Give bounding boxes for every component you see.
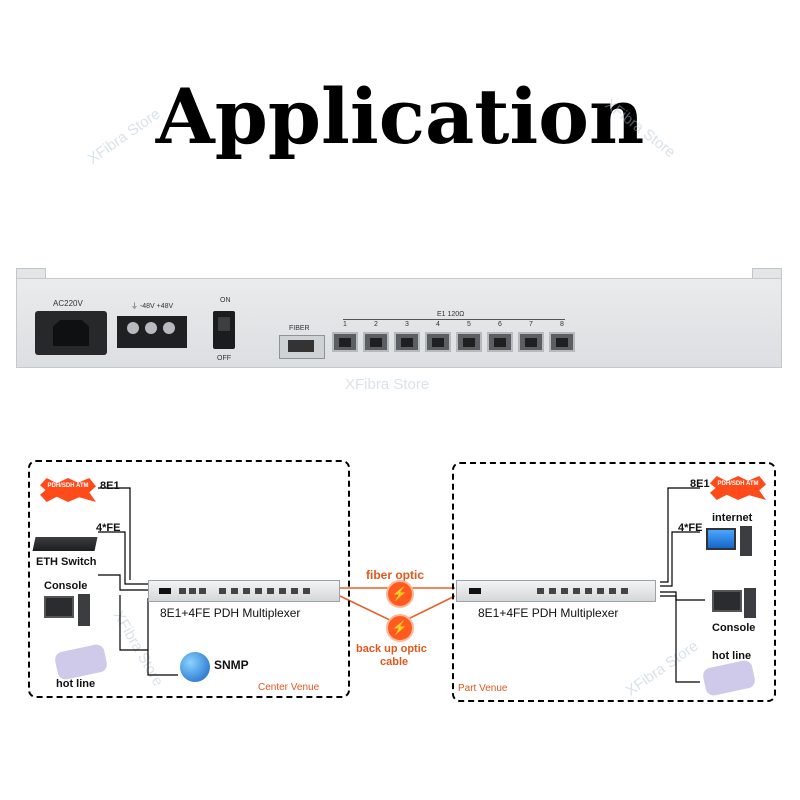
device-rear-panel: AC220V ⏚ -48V +48V ON OFF FIBER E1 120Ω … (16, 268, 782, 368)
page-title: Application (155, 72, 645, 161)
console-monitor-icon (44, 596, 74, 618)
fiber-optic-label: fiber optic (366, 568, 425, 582)
power-switch[interactable] (213, 311, 235, 349)
center-venue-label: Center Venue (258, 682, 320, 693)
burst-text: PDH/SDH ATM (717, 481, 759, 487)
e1-label-right: 8E1 (690, 478, 710, 490)
port-number: 3 (405, 321, 409, 328)
watermark: XFibra Store (345, 376, 430, 393)
console-tower-icon (744, 588, 756, 618)
console-tower-icon (78, 594, 90, 626)
globe-icon (180, 652, 210, 682)
multiplexer-icon-right (456, 580, 656, 602)
center-venue-box (28, 460, 350, 698)
rj45-port (425, 332, 451, 352)
device-label-right: 8E1+4FE PDH Multiplexer (478, 606, 619, 620)
fe-label-left: 4*FE (96, 522, 121, 534)
part-venue-box (452, 462, 776, 702)
dc-label: ⏚ -48V +48V (131, 303, 174, 310)
rj45-port (394, 332, 420, 352)
eth-switch-icon (32, 537, 98, 551)
pdh-sdh-atm-burst-icon: PDH/SDH ATM (710, 476, 766, 500)
rj45-port (487, 332, 513, 352)
snmp-label: SNMP (214, 658, 249, 672)
internet-label: internet (712, 512, 753, 524)
port-number: 6 (498, 321, 502, 328)
device-label-left: 8E1+4FE PDH Multiplexer (160, 606, 301, 620)
port-number: 7 (529, 321, 533, 328)
hotline-label-right: hot line (712, 650, 752, 662)
backup-label-1: back up optic (356, 643, 427, 655)
rj45-port (456, 332, 482, 352)
fiber-port (279, 335, 325, 359)
internet-tower-icon (740, 526, 752, 556)
dc-terminal-block (117, 316, 187, 348)
port-number: 5 (467, 321, 471, 328)
device-chassis: AC220V ⏚ -48V +48V ON OFF FIBER E1 120Ω … (16, 278, 782, 368)
on-label: ON (220, 297, 231, 304)
rj45-port (549, 332, 575, 352)
ac-power-socket (35, 311, 107, 355)
power-label: AC220V (53, 299, 83, 308)
backup-label-2: cable (380, 656, 409, 668)
port-number: 8 (560, 321, 564, 328)
console-label-left: Console (44, 580, 88, 592)
console-monitor-icon (712, 590, 742, 612)
console-label-right: Console (712, 622, 756, 634)
fiber-link-icon: ⚡ (386, 580, 414, 608)
multiplexer-icon-left (148, 580, 340, 602)
e1-bracket-line (343, 319, 565, 320)
port-number: 4 (436, 321, 440, 328)
off-label: OFF (217, 355, 231, 362)
rj45-port (518, 332, 544, 352)
port-number: 1 (343, 321, 347, 328)
eth-switch-label: ETH Switch (36, 556, 97, 568)
part-venue-label: Part Venue (458, 683, 508, 694)
hotline-label-left: hot line (56, 678, 96, 690)
pdh-sdh-atm-burst-icon: PDH/SDH ATM (40, 478, 96, 502)
fe-label-right: 4*FE (678, 522, 703, 534)
backup-link-icon: ⚡ (386, 614, 414, 642)
port-number: 2 (374, 321, 378, 328)
e1-label: E1 120Ω (437, 311, 465, 318)
fiber-label: FIBER (289, 325, 310, 332)
rj45-port (332, 332, 358, 352)
burst-text: PDH/SDH ATM (47, 483, 89, 489)
rj45-port (363, 332, 389, 352)
e1-label-left: 8E1 (100, 480, 120, 492)
internet-pc-icon (706, 528, 736, 550)
